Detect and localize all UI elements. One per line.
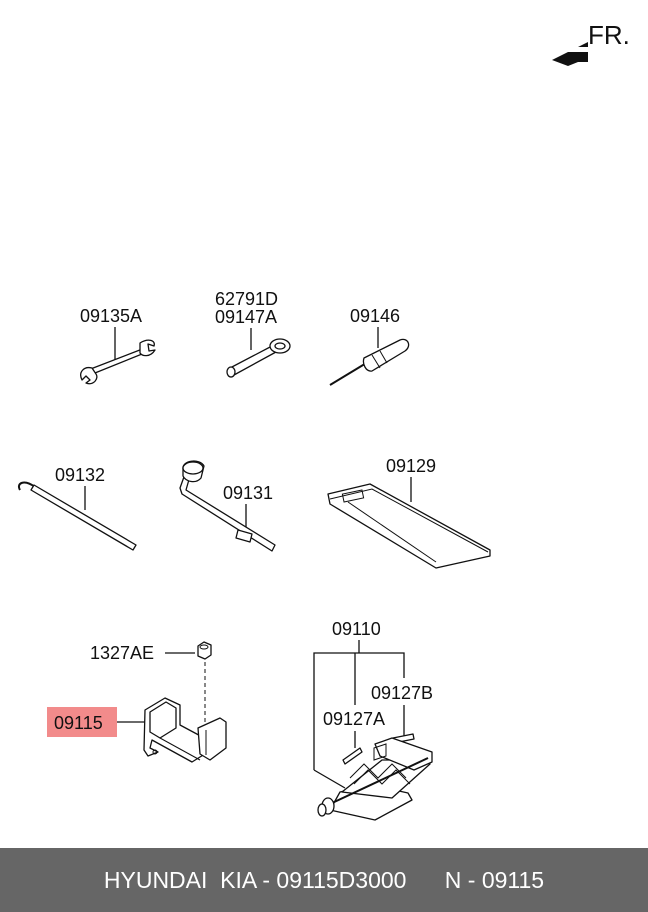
bracket-highlight-box[interactable]: 09115 <box>47 707 117 737</box>
parts-diagram: FR. 09135A 62791D 09147A 09146 09132 091… <box>18 20 630 821</box>
part-label-tool-case[interactable]: 09129 <box>386 456 436 476</box>
part-label-screwdriver[interactable]: 09146 <box>350 306 400 326</box>
part-label-lug-wrench-top[interactable]: 62791D <box>215 289 278 309</box>
part-label-wrench[interactable]: 09135A <box>80 306 142 326</box>
part-label-bracket[interactable]: 09115 <box>54 713 103 733</box>
part-label-jack-handle[interactable]: 09132 <box>55 465 105 485</box>
jack-handle-icon <box>18 481 137 551</box>
lug-wrench-icon <box>226 338 291 378</box>
wheel-nut-wrench-icon <box>179 460 276 552</box>
part-label-jack-label-a[interactable]: 09127A <box>323 709 385 729</box>
part-label-lug-wrench-bottom[interactable]: 09147A <box>215 307 277 327</box>
nut-icon <box>197 641 212 660</box>
front-label: FR. <box>588 20 630 50</box>
tool-case-icon <box>327 483 491 569</box>
front-direction-arrow-icon <box>552 42 588 66</box>
part-label-nut[interactable]: 1327AE <box>90 643 154 663</box>
bracket-icon <box>143 697 227 763</box>
screwdriver-icon <box>329 338 410 386</box>
part-label-jack[interactable]: 09110 <box>332 619 381 639</box>
part-label-jack-label-b[interactable]: 09127B <box>371 683 433 703</box>
part-label-wheel-nut-wrench[interactable]: 09131 <box>223 483 273 503</box>
wrench-icon <box>80 339 156 385</box>
footer-part-number: HYUNDAI KIA - 09115D3000 N - 09115 <box>0 848 648 912</box>
jack-icon <box>317 737 433 821</box>
